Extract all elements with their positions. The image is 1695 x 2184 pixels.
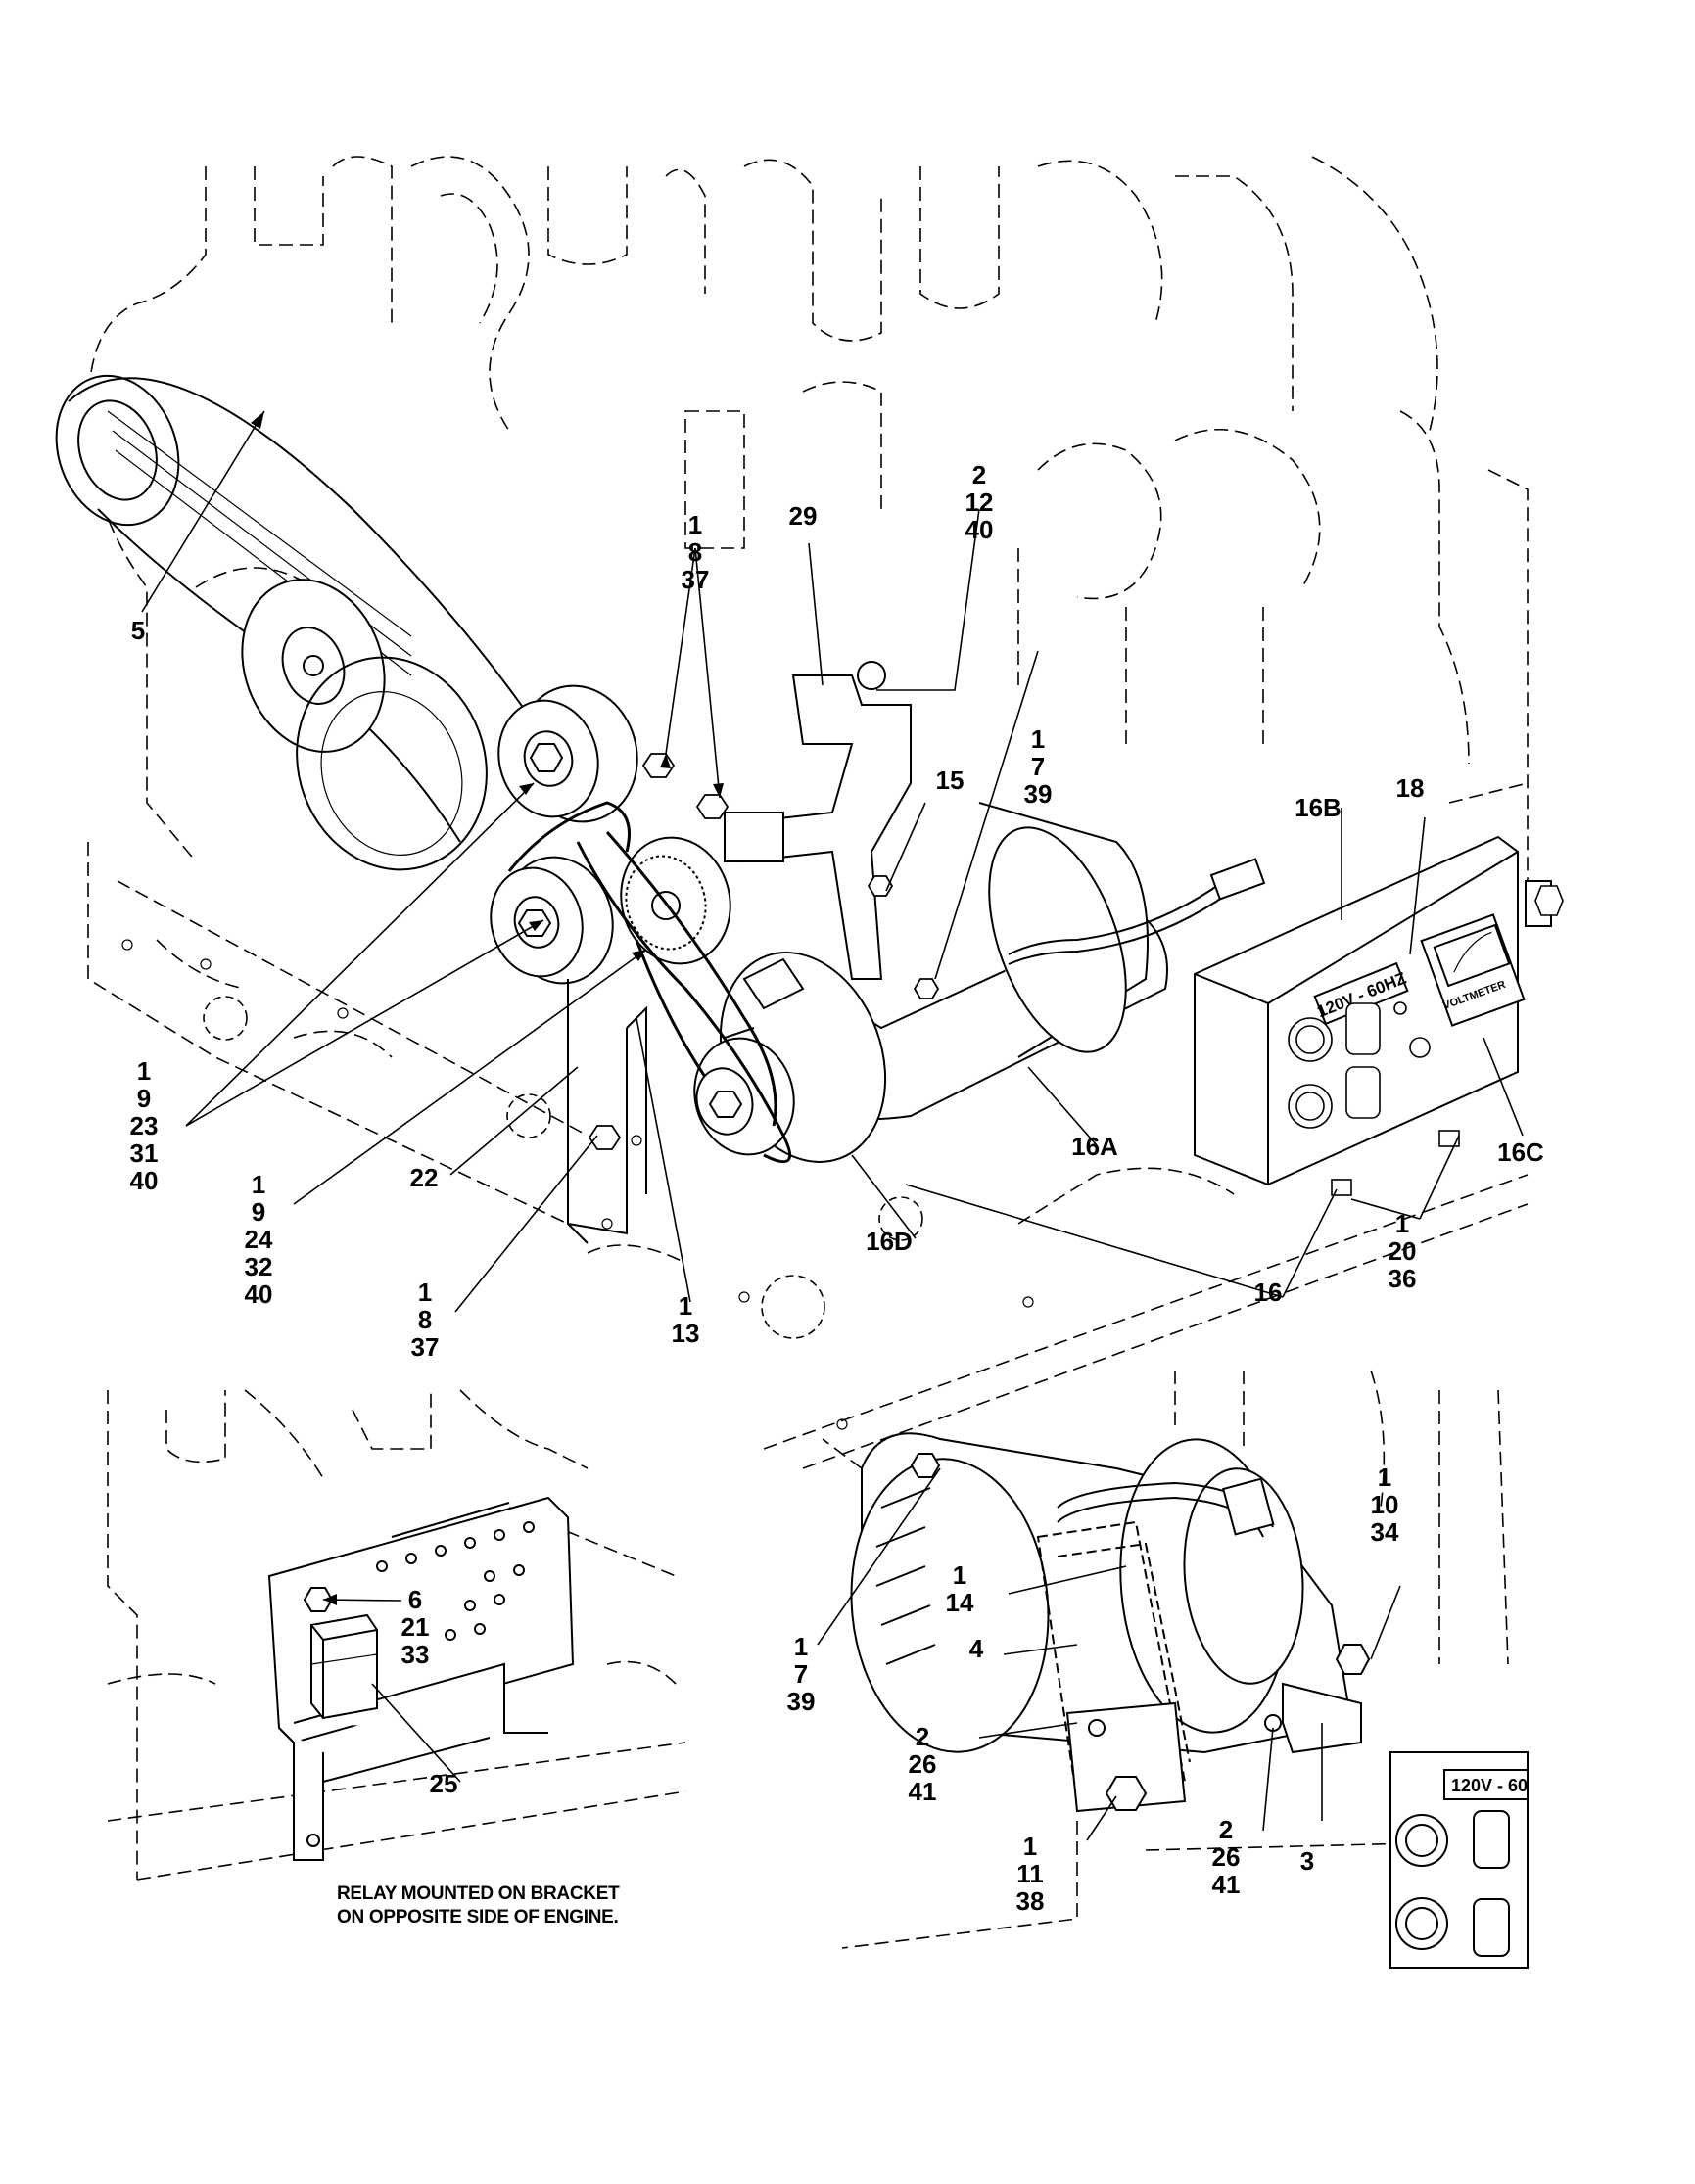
idler-pulley-upper [497,684,638,823]
generator-bracket-lower [1065,1701,1282,1813]
callout-1-20-36: 1 20 36 [1388,1209,1417,1293]
callout-15: 15 [935,766,965,795]
mounting-bracket [724,661,912,980]
callout-16A: 16A [1071,1132,1118,1161]
base-bolt-holes [121,939,1034,1430]
box-mounting-feet [1331,885,1564,1196]
callout-2-26-41-left: 2 26 41 [908,1722,937,1806]
callout-1-13: 1 13 [671,1291,700,1348]
callout-1-8-37-bottom: 1 8 37 [410,1278,440,1362]
callout-18: 18 [1395,773,1425,803]
callout-3: 3 [1299,1846,1315,1876]
callout-16B: 16B [1295,793,1342,822]
fan-belt-assembly [55,374,549,871]
callout-1-7-39-bottom: 1 7 39 [786,1632,816,1716]
drive-belt-16D [507,801,792,1164]
inset-voltage-label: 120V - 60 [1451,1776,1528,1795]
callout-16D: 16D [866,1227,913,1256]
relay [303,1587,378,1720]
callout-1-9-24-32-40: 1 9 24 32 40 [244,1170,273,1309]
callout-5: 5 [130,616,146,645]
callout-1-9-23-31-40: 1 9 23 31 40 [129,1056,159,1195]
leader-arrowheads [251,411,724,1605]
callout-16C: 16C [1497,1138,1544,1167]
relay-note-line-2: ON OPPOSITE SIDE OF ENGINE. [337,1907,619,1928]
callout-16: 16 [1253,1278,1283,1307]
idler-pulley-lower [490,856,614,985]
callout-1-7-39-top: 1 7 39 [1023,724,1053,809]
callout-2-12-40: 2 12 40 [965,460,994,544]
callout-29: 29 [788,501,818,531]
callout-1-10-34: 1 10 34 [1370,1463,1399,1547]
callout-1-11-38: 1 11 38 [1015,1832,1045,1916]
callout-22: 22 [409,1163,439,1192]
callout-2-26-41-right: 2 26 41 [1211,1815,1241,1899]
callout-1-8-37-top: 1 8 37 [681,510,710,594]
generator-bracket-phantom [1036,1520,1191,1803]
engine-phantom-outline [87,156,1529,1469]
relay-note-line-1: RELAY MOUNTED ON BRACKET [337,1883,620,1904]
callout-6-21-33: 6 21 33 [400,1585,430,1669]
duplex-outlets [1288,1001,1431,1129]
callout-1-14: 1 14 [945,1560,974,1617]
callout-4: 4 [968,1634,984,1663]
leader-lines [141,410,1524,1841]
callout-25: 25 [429,1769,458,1798]
support-leg [567,979,647,1244]
outlet-panel-inset: 120V - 60 [1389,1751,1529,1969]
